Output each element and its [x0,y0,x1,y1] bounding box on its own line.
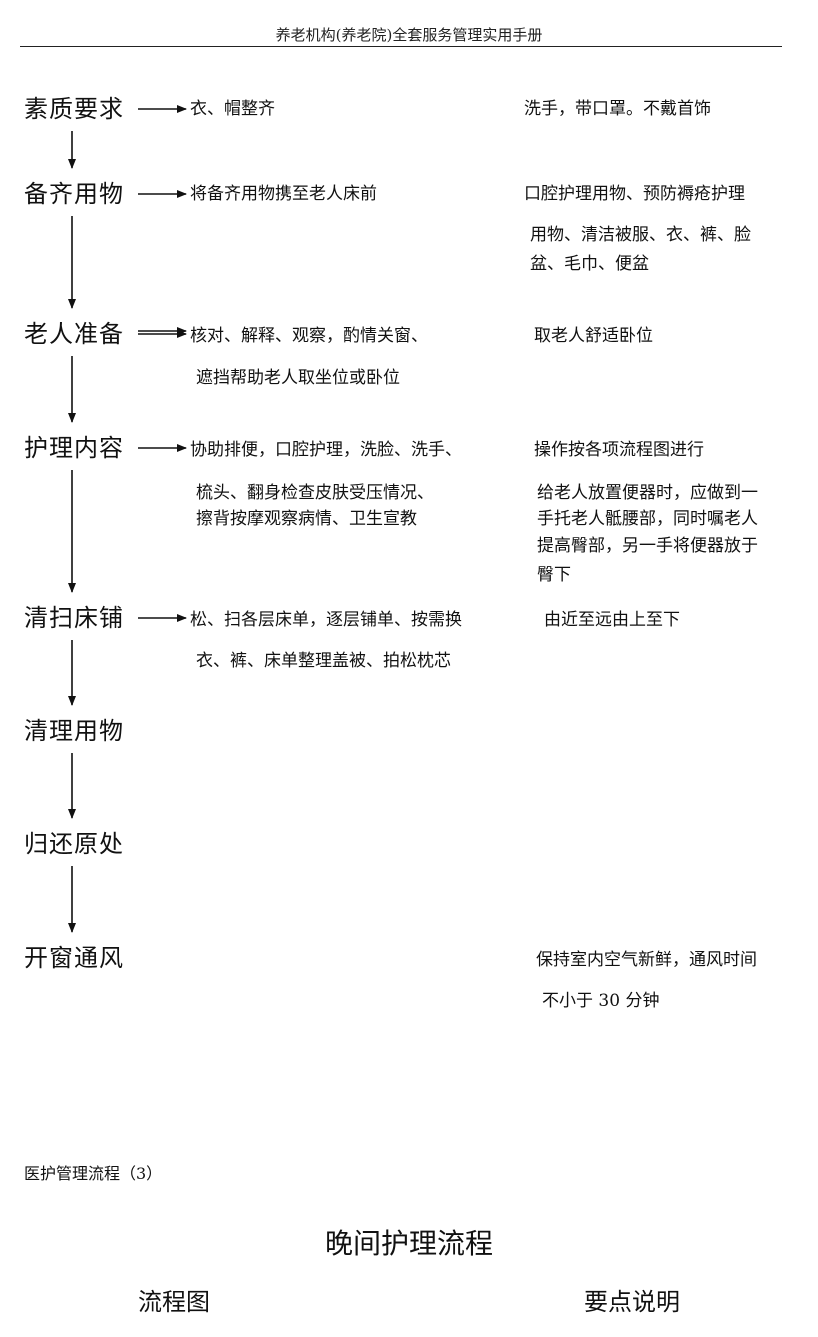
page-header: 养老机构(养老院)全套服务管理实用手册 [275,26,543,44]
step-note-text: 手托老人骶腰部，同时嘱老人 [537,509,758,529]
step-note-text: 保持室内空气新鲜，通风时间 [536,950,757,970]
step-action-text: 将备齐用物携至老人床前 [190,184,377,204]
step-note-text: 用物、清洁被服、衣、裤、脸 [530,225,751,245]
section-label: 医护管理流程（3） [24,1164,163,1183]
step-note-text: 操作按各项流程图进行 [534,440,704,460]
step-note-text: 不小于 30 分钟 [542,991,660,1011]
flow-step-label: 开窗通风 [24,944,124,972]
step-note-text: 臀下 [537,565,571,585]
column-heading-flow: 流程图 [138,1288,210,1316]
step-note-text: 取老人舒适卧位 [534,326,653,346]
flow-step-label: 备齐用物 [24,180,124,208]
step-action-text: 松、扫各层床单，逐层铺单、按需换 [190,610,462,630]
flow-step-label: 老人准备 [24,320,124,348]
flow-step-label: 清扫床铺 [24,604,124,632]
step-action-text: 核对、解释、观察，酌情关窗、 [190,326,428,346]
step-action-text: 擦背按摩观察病情、卫生宣教 [196,509,417,529]
step-note-text: 盆、毛巾、便盆 [530,254,649,274]
step-note-text: 提高臀部，另一手将便器放于 [537,536,758,556]
step-note-text: 给老人放置便器时，应做到一 [537,483,758,503]
flow-step-label: 清理用物 [24,717,124,745]
step-note-text: 由近至远由上至下 [544,610,680,630]
flow-arrows [68,105,187,933]
flow-step-label: 护理内容 [24,434,124,462]
step-action-text: 遮挡帮助老人取坐位或卧位 [196,368,400,388]
step-note-text: 洗手，带口罩。不戴首饰 [524,99,711,119]
flow-step-label: 归还原处 [24,830,124,858]
step-action-text: 衣、裤、床单整理盖被、拍松枕芯 [196,651,451,671]
step-action-text: 衣、帽整齐 [190,99,275,119]
step-action-text: 协助排便，口腔护理，洗脸、洗手、 [190,440,462,460]
column-heading-notes: 要点说明 [584,1288,680,1316]
step-note-text: 口腔护理用物、预防褥疮护理 [524,184,745,204]
header-rule [20,46,782,47]
page-title: 晚间护理流程 [324,1227,493,1260]
flow-step-label: 素质要求 [24,95,124,123]
step-action-text: 梳头、翻身检查皮肤受压情况、 [196,483,434,503]
